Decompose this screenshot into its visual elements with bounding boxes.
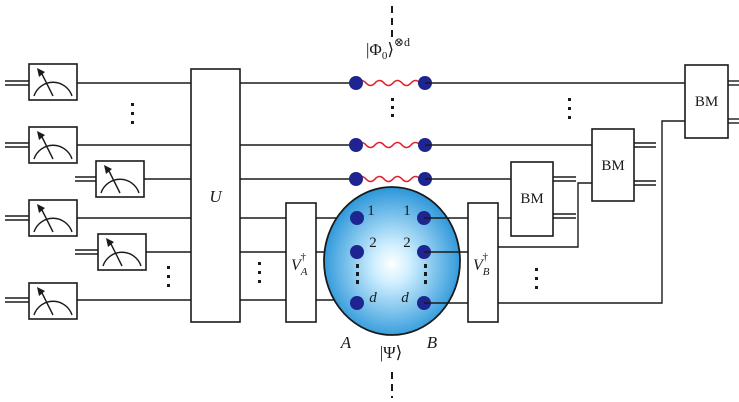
psi-state-ellipse: [323, 186, 461, 336]
va-dagger-box: [285, 202, 317, 323]
mode-b2-label: 2: [403, 235, 411, 251]
psi-label: |Ψ⟩: [380, 343, 403, 362]
party-b-label: B: [427, 333, 438, 352]
unitary-u-label: U: [209, 187, 223, 206]
bell-measurement-box-3: [684, 64, 729, 139]
vertical-ellipsis-icon: [391, 98, 394, 117]
vertical-ellipsis-icon: [356, 264, 427, 284]
qubit-dots: [349, 76, 432, 310]
vertical-ellipsis-icon: [535, 98, 571, 289]
measurement-meter-icon: [28, 199, 78, 237]
entangled-pairs: [356, 79, 421, 183]
va-label: VA†: [291, 251, 308, 278]
mode-b1-label: 1: [403, 203, 411, 219]
u-output-wires: [240, 82, 355, 301]
bm3-label: BM: [695, 94, 718, 110]
measurement-meter-icon: [28, 126, 78, 164]
vb-label: VB†: [473, 251, 490, 278]
right-wires: [425, 82, 685, 304]
party-a-label: A: [340, 333, 352, 352]
phi-label: |Φ0⟩⊗d: [366, 35, 410, 62]
bm-output-wires: [553, 80, 739, 219]
measurement-meter-icon: [95, 160, 145, 198]
meter-wires: [5, 80, 191, 303]
vb-dagger-box: [467, 202, 499, 323]
measurement-meter-icon: [28, 282, 78, 320]
vertical-ellipsis-icon: [131, 103, 261, 287]
bm1-label: BM: [520, 191, 543, 207]
mode-a1-label: 1: [367, 203, 375, 219]
mode-bd-label: d: [401, 290, 409, 306]
bell-measurement-box-1: [510, 161, 554, 237]
measurement-meter-icon: [28, 63, 78, 101]
mode-a2-label: 2: [369, 235, 377, 251]
bm2-label: BM: [601, 158, 624, 174]
mode-ad-label: d: [369, 290, 377, 306]
bell-measurement-box-2: [591, 128, 635, 202]
unitary-u-box: [190, 68, 241, 323]
measurement-meter-icon: [97, 233, 147, 271]
